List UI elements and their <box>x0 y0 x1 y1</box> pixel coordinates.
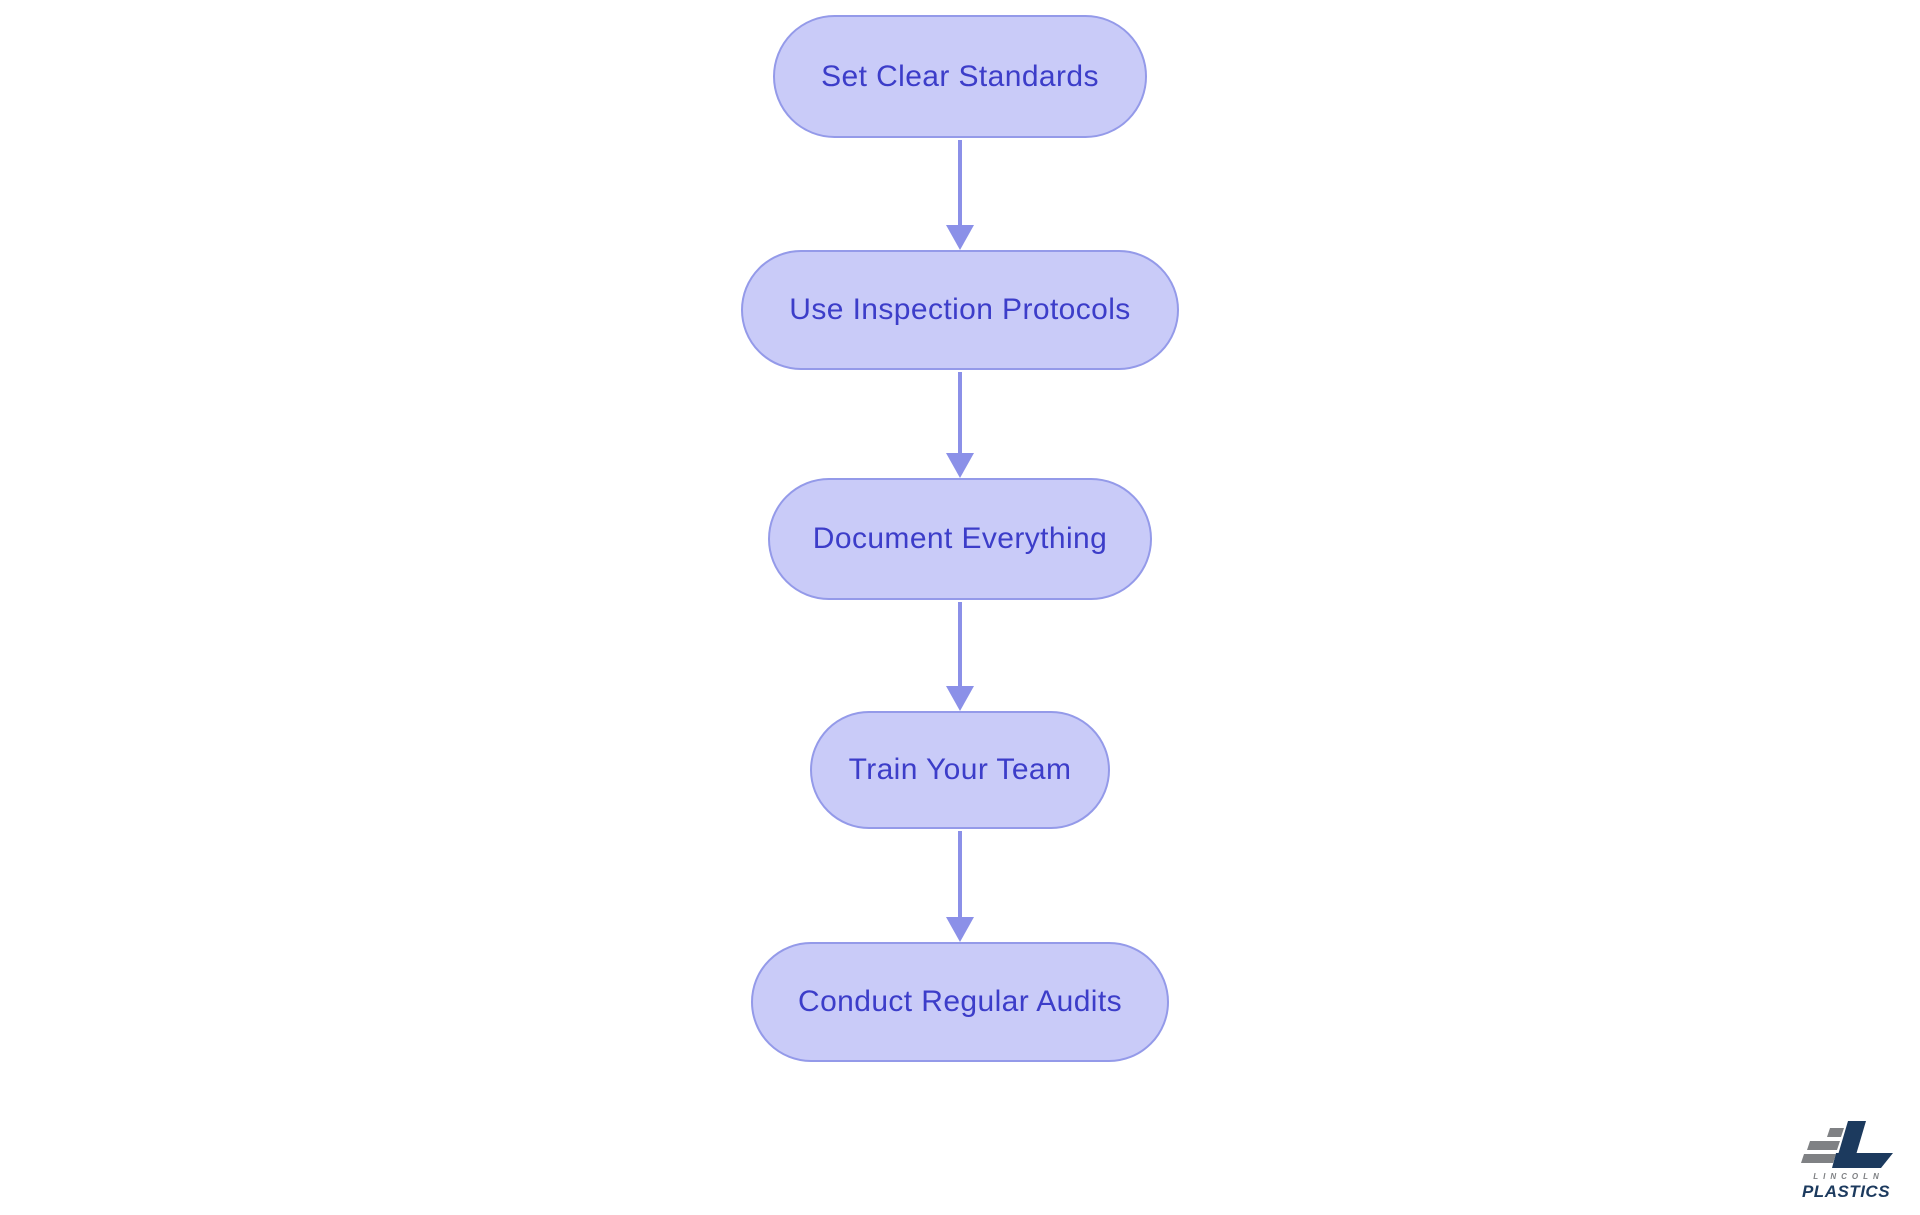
arrow-line <box>958 831 962 917</box>
flow-node-use-inspection-protocols: Use Inspection Protocols <box>741 250 1179 370</box>
flow-node-label: Document Everything <box>812 522 1108 555</box>
logo-text-plastics: PLASTICS <box>1801 1182 1891 1201</box>
arrow-line <box>958 372 962 453</box>
flow-arrow-4 <box>946 831 974 942</box>
flow-node-document-everything: Document Everything <box>768 478 1152 600</box>
lincoln-plastics-logo: LINCOLN PLASTICS <box>1793 1121 1899 1200</box>
flow-node-label: Conduct Regular Audits <box>798 985 1122 1018</box>
arrow-down-icon <box>946 453 974 478</box>
logo-text-lincoln: LINCOLN <box>1813 1172 1884 1181</box>
flow-node-set-clear-standards: Set Clear Standards <box>773 15 1147 138</box>
flow-arrow-2 <box>946 372 974 478</box>
flow-node-label: Use Inspection Protocols <box>789 293 1131 326</box>
flow-node-conduct-regular-audits: Conduct Regular Audits <box>751 942 1169 1062</box>
flow-node-label: Set Clear Standards <box>821 59 1099 93</box>
flow-node-train-your-team: Train Your Team <box>810 711 1110 829</box>
arrow-down-icon <box>946 686 974 711</box>
arrow-down-icon <box>946 917 974 942</box>
arrow-line <box>958 140 962 225</box>
flow-node-label: Train Your Team <box>848 753 1072 786</box>
arrow-line <box>958 602 962 686</box>
flow-arrow-3 <box>946 602 974 711</box>
arrow-down-icon <box>946 225 974 250</box>
lincoln-plastics-logo-icon <box>1801 1121 1893 1168</box>
flow-arrow-1 <box>946 140 974 250</box>
